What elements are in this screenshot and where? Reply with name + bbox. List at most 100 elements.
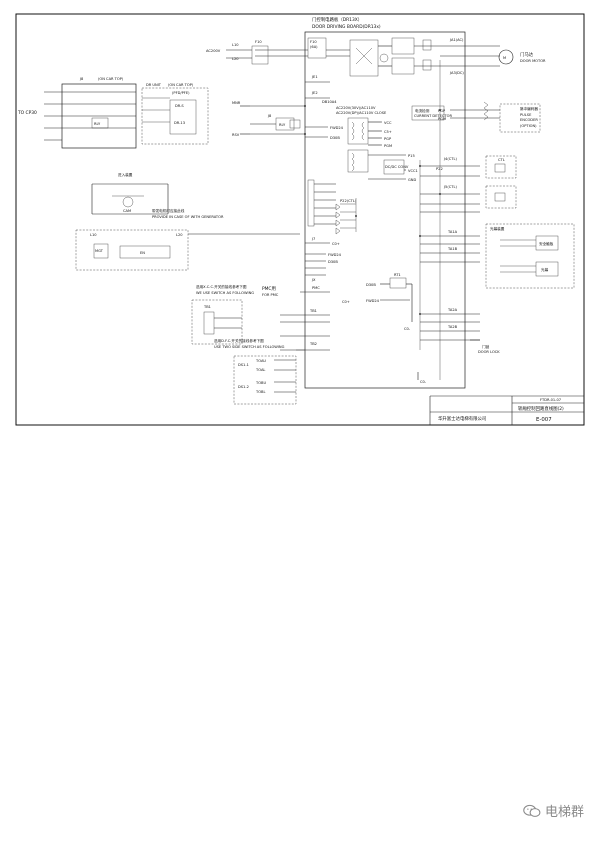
dr-s-block	[169, 99, 197, 135]
inverter-block-2	[391, 57, 415, 75]
switch-box-2	[233, 355, 297, 405]
opto-array	[335, 198, 357, 235]
oncar-top-2: (ON CAR TOP)	[168, 83, 194, 87]
dr-13-label: DR-13	[174, 121, 185, 125]
door-lock-cn: 门锁	[482, 344, 490, 349]
light-curtain-cn: 光幕装置	[490, 226, 505, 231]
rsv-label: RSV	[232, 133, 240, 137]
sheet-number: E-007	[536, 417, 552, 423]
relay-coil-top	[422, 39, 432, 51]
ac-note-1: AC220V(30V)/AC110V	[336, 106, 376, 110]
light-curtain-group: 光幕装置 安全触板 光幕	[485, 223, 575, 289]
ctl-blocks: CTL	[485, 155, 517, 209]
fuse-rating: (6A)	[310, 45, 318, 49]
connector-j8: J8	[267, 114, 272, 118]
net-c0-bottom: C0-	[420, 380, 427, 384]
rectifier-block	[349, 39, 379, 77]
relay-left-group: MNR RSV	[232, 101, 250, 137]
safety-edge-label: 安全触板	[539, 241, 554, 246]
ac-breaker-label: F10	[255, 40, 262, 44]
gen-l20: L20	[176, 233, 183, 237]
output-ta1a: TA1A	[447, 230, 458, 234]
oncar-top-1: (ON CAR TOP)	[98, 77, 124, 81]
connector-j5: J5(CTL)	[443, 185, 457, 189]
net-c0-minus: C0-	[404, 327, 411, 331]
switch-note-1: 选用X.C.C.开关的接线参考下图 WE USE SWITCH AS FOLLO…	[191, 284, 254, 345]
inverter-block-1	[391, 37, 415, 55]
generator-note-cn: 带发电机时应接此线	[152, 208, 185, 213]
dr-unit-label: DR UNIT	[146, 83, 162, 87]
switch-note-2-en: USE TWO SIDE SWITCH AS FOLLOWING	[214, 345, 285, 349]
connector-j7: J7	[311, 237, 315, 241]
watermark: 电梯群	[523, 801, 584, 820]
relay-sw	[289, 119, 301, 129]
switch-box-2-ds2: DS1-2	[238, 385, 249, 389]
pgp-out: PGP	[438, 109, 446, 113]
door-motor-cn: 门马达	[520, 51, 534, 58]
ac-l20: L20	[232, 57, 239, 61]
pfd-label: (PFD/PFE)	[172, 91, 190, 95]
gen-l10: L10	[90, 233, 97, 237]
cam-label: CAM	[123, 209, 131, 213]
ac-input-label: AC200V	[206, 49, 221, 53]
net-vcc1: VCC1	[408, 169, 418, 173]
doc-code: FTDR-01-07	[540, 398, 561, 402]
pmc-cn: PMC用	[262, 286, 276, 292]
fuse-box	[307, 37, 327, 59]
net-d30b-b: D30B	[328, 260, 338, 264]
gen-enable-label: EN	[140, 251, 145, 255]
switch-box-2-sw3: TOBU	[255, 381, 266, 385]
net-fwd24: FWD24	[330, 126, 344, 130]
board-outline	[304, 31, 466, 389]
switch-note-2: 选用D.F.C.开关的接线参考下图 USE TWO SIDE SWITCH AS…	[214, 338, 305, 405]
rly-coil-left	[91, 117, 109, 129]
ctl-label: CTL	[498, 158, 505, 162]
net-fwd24-c: FWD24	[366, 299, 380, 303]
net-vcc: VCC	[384, 121, 392, 125]
pmc-relay	[389, 277, 407, 289]
ac-select-label: DB10A4	[322, 100, 337, 104]
pulse-encoder-group: 脉冲编码器 PULSE ENCODER (OPTION)	[483, 101, 541, 133]
switch-box-1-tb1: TB1	[203, 305, 211, 309]
output-ta2a: TA2A	[447, 308, 458, 312]
switch-note-1-en: WE USE SWITCH AS FOLLOWING	[196, 291, 254, 295]
ctl-box-1	[485, 155, 517, 179]
motor-code: M	[503, 56, 506, 60]
net-pgm: PGM	[384, 144, 392, 148]
output-ta2b: TA2B	[447, 325, 458, 329]
curtain-box	[535, 261, 559, 277]
encoder-en-1: PULSE	[520, 113, 532, 117]
switch-box-2-sw1: TOAU	[255, 359, 266, 363]
dc-dc-label: DC/DC CONV	[385, 165, 409, 169]
connector-je1: JE1	[311, 75, 318, 79]
relay-coil-low	[422, 59, 432, 71]
pgm-out: PGM	[438, 117, 446, 121]
generator-group: 带发电机时应接此线 PROVIDE IN CASE OF WITH GENERA…	[75, 208, 300, 271]
current-detector	[411, 105, 445, 121]
connector-j4: J4(CTL)	[443, 157, 457, 161]
pmc-en: FOR PMC	[262, 293, 279, 297]
terminal-tb2: TB2	[309, 342, 317, 346]
drawing-title: 轿厢控制回路直线图(2)	[518, 405, 564, 412]
board-title-cn: 门控制电路板（DR13X）	[312, 16, 362, 23]
to-cp30-label: TO CP30	[17, 110, 37, 116]
wechat-icon	[523, 804, 541, 817]
encoder-cn: 脉冲编码器	[520, 106, 538, 111]
encoder-en-3: (OPTION)	[520, 124, 537, 128]
dc-dc-converter	[383, 159, 405, 175]
mnr-label: MNR	[232, 101, 241, 105]
net-d30b: D30B	[330, 136, 340, 140]
net-c0-plus: C0+	[342, 300, 350, 304]
relay-rt1: RT1	[394, 273, 401, 277]
junction-dots	[304, 105, 441, 315]
transformer-2	[347, 149, 369, 173]
cam-symbol	[122, 196, 134, 208]
connector-ja3: JA3(DC)	[449, 71, 464, 75]
door-lock-en: DOOR LOCK	[478, 350, 500, 354]
net-d30b-c: D30B	[366, 283, 376, 287]
left-connector-j	[307, 179, 315, 227]
fuse-label: F10	[310, 40, 317, 44]
net-pmc: PMC	[312, 286, 320, 290]
door-lock-group: 门锁 DOOR LOCK	[470, 339, 500, 354]
switch-box-2-sw2: TOAL	[255, 368, 265, 372]
